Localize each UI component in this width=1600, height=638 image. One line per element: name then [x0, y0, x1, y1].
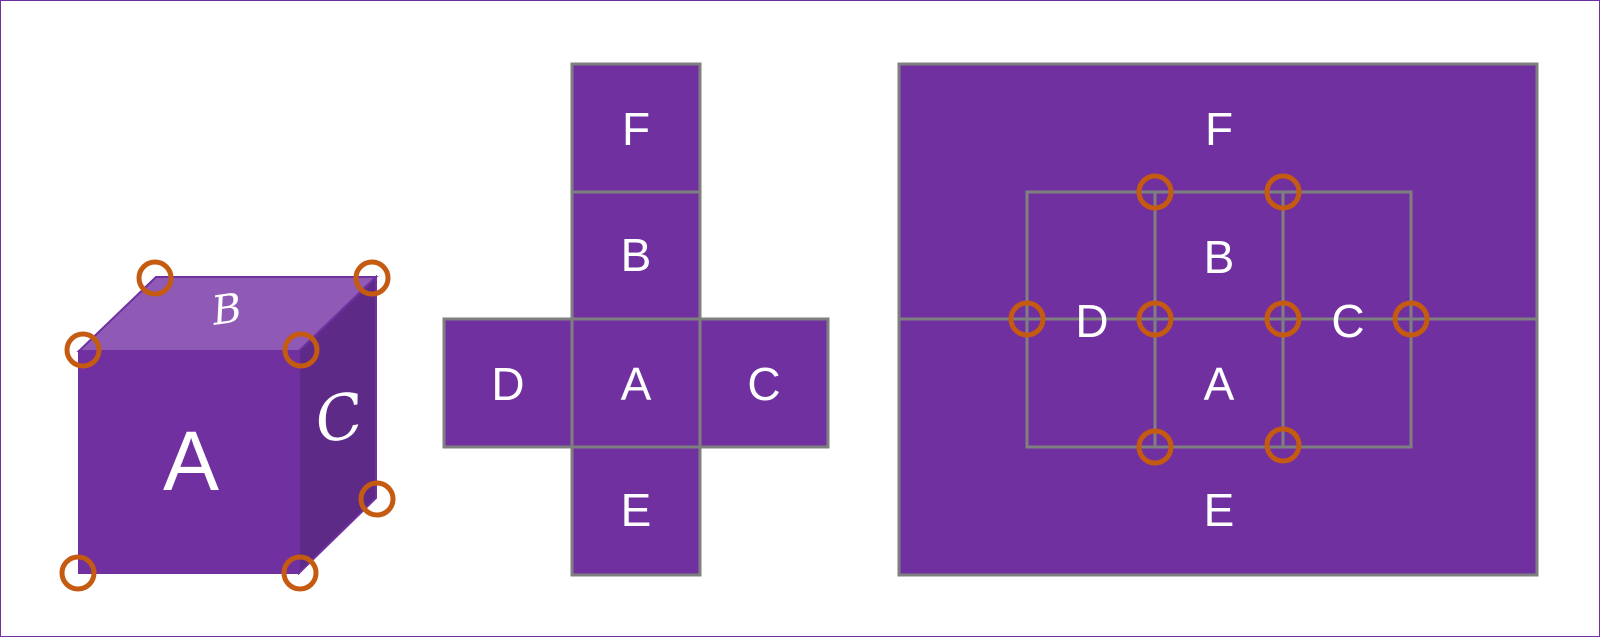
- cube-front-label: A: [163, 414, 219, 508]
- vertex-marker: [64, 331, 102, 369]
- vertex-marker: [1264, 300, 1302, 338]
- net-face-e: [570, 445, 702, 577]
- map-label-a: A: [1204, 358, 1235, 410]
- net-label-b: B: [621, 229, 652, 281]
- cube-net: F B D A C E: [442, 62, 830, 577]
- net-face-c: [698, 317, 830, 449]
- cube-front-face: [78, 350, 300, 574]
- net-face-a: [570, 317, 702, 449]
- vertex-marker: [1264, 173, 1302, 211]
- map-label-b: B: [1204, 231, 1235, 283]
- vertex-marker: [1264, 426, 1302, 464]
- vertex-marker: [1392, 300, 1430, 338]
- vertex-marker: [282, 331, 320, 369]
- map-label-f: F: [1205, 103, 1233, 155]
- planar-map: F E B D A C: [897, 62, 1539, 577]
- vertex-marker: [1136, 428, 1174, 466]
- vertex-marker: [1136, 173, 1174, 211]
- net-label-e: E: [621, 484, 652, 536]
- cube-top-label: B: [208, 285, 245, 335]
- vertex-marker: [136, 259, 174, 297]
- vertex-marker: [353, 259, 391, 297]
- net-label-a: A: [621, 358, 652, 410]
- vertex-marker: [358, 480, 396, 518]
- net-label-f: F: [622, 103, 650, 155]
- net-label-d: D: [491, 358, 524, 410]
- net-face-d: [442, 317, 574, 449]
- map-label-d: D: [1075, 295, 1108, 347]
- net-label-c: C: [747, 358, 780, 410]
- map-label-c: C: [1331, 295, 1364, 347]
- vertex-marker: [1136, 300, 1174, 338]
- map-inner-square: [1025, 190, 1413, 449]
- vertex-marker: [59, 554, 97, 592]
- map-label-e: E: [1204, 484, 1235, 536]
- vertex-marker: [1008, 300, 1046, 338]
- cube-3d: A B C: [59, 259, 396, 592]
- vertex-marker: [281, 554, 319, 592]
